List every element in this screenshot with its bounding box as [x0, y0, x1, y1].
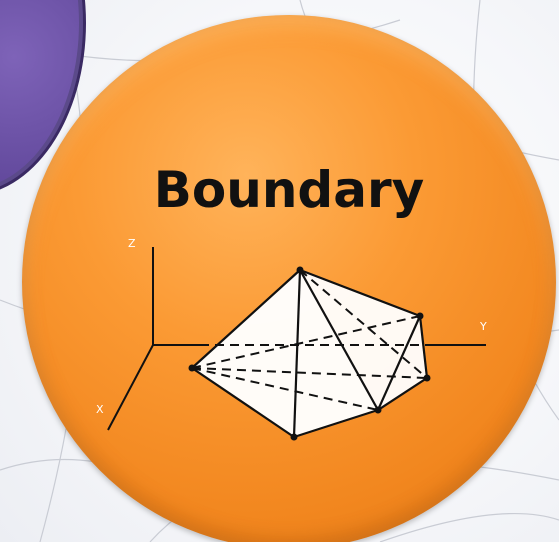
hidden-edges: [191, 269, 428, 411]
polyhedron-face-right: [300, 270, 427, 410]
y-axis-label: Y: [479, 320, 487, 333]
visible-edges: [191, 268, 429, 439]
z-axis-label: Z: [128, 237, 136, 250]
polyhedron-face-left: [192, 270, 378, 437]
axes: [107, 247, 486, 431]
boundary-title: Boundary: [153, 161, 425, 219]
x-axis: [107, 344, 154, 431]
vertices: [188, 266, 431, 441]
x-axis-label: X: [96, 403, 104, 416]
